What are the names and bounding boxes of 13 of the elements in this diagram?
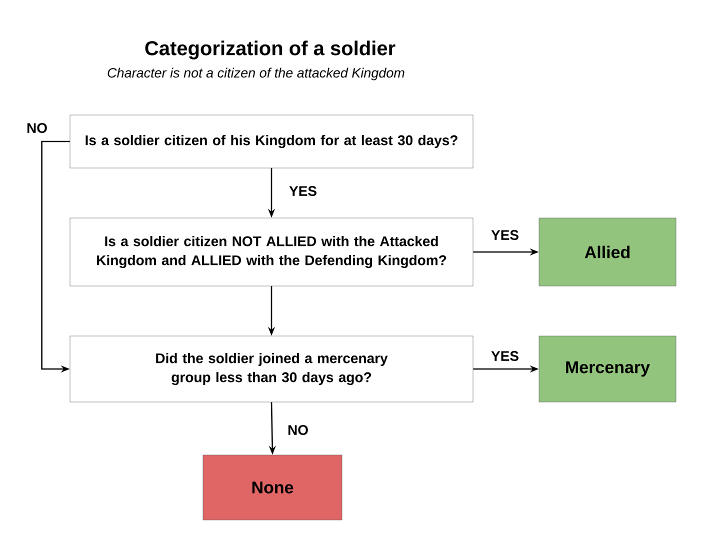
process-box: Is a soldier citizen NOT ALLIED with the Attacked Kingdom and ALLIED with the Defending Kingdom?	[70, 218, 474, 286]
process-box: Did the soldier joined a mercenary group less than 30 days ago?	[70, 336, 474, 402]
result-box: None	[202, 454, 342, 520]
edge-label: YES	[490, 350, 520, 362]
edge-label: NO	[286, 424, 310, 436]
title: Categorization of a soldier	[145, 40, 396, 60]
result-box: Mercenary	[538, 336, 676, 402]
edge-label: NO	[26, 122, 48, 134]
edge-label: YES	[288, 185, 318, 197]
result-box: Allied	[538, 218, 676, 286]
process-box: Is a soldier citizen of his Kingdom for at least 30 days?	[70, 114, 474, 168]
subtitle: Character is not a citizen of the attacked Kingdom	[108, 68, 404, 80]
edge-label: YES	[490, 229, 520, 241]
